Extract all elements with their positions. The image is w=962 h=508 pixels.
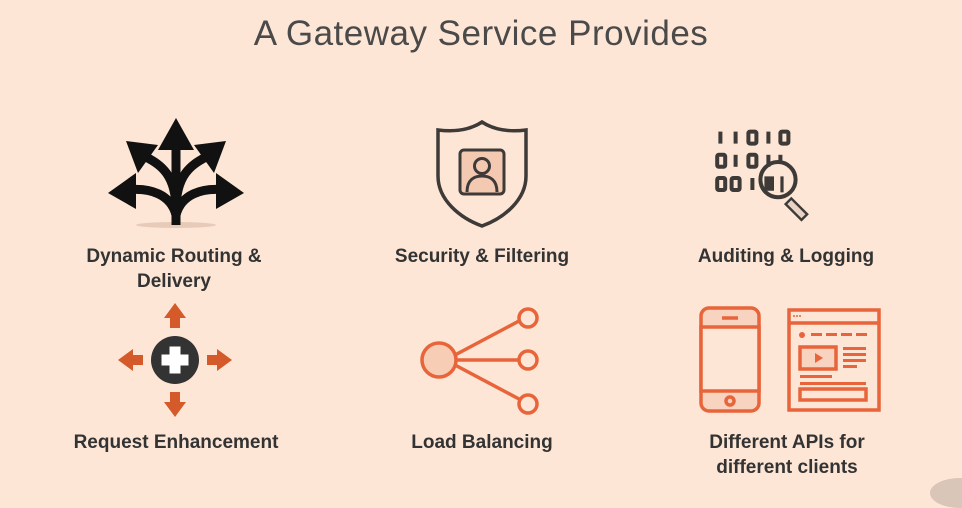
feature-label-auditing: Auditing & Logging [697,246,875,267]
phone-browser-icon [699,306,881,413]
plus-arrows-icon [118,303,232,417]
feature-label-security: Security & Filtering [394,246,570,267]
feature-label-request-enhancement: Request Enhancement [73,432,279,453]
corner-decoration [930,478,962,508]
feature-label-different-apis: Different APIs for different clients [709,432,865,478]
feature-label-dynamic-routing: Dynamic Routing & Delivery [86,246,262,292]
feature-label-load-balancing: Load Balancing [411,432,553,453]
load-balancer-icon [420,307,539,415]
binary-magnifier-icon [715,129,809,222]
routing-arrows-icon [108,118,244,228]
page-title: A Gateway Service Provides [253,14,709,53]
shield-user-icon [436,119,528,228]
